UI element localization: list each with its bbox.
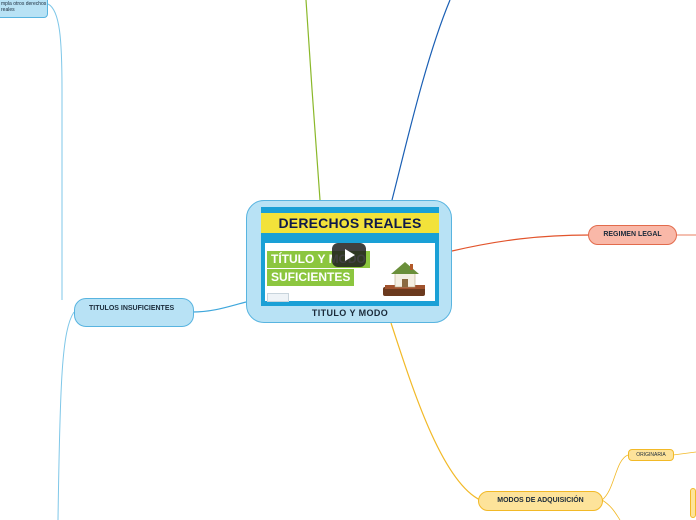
node-offscreen-right[interactable] (690, 488, 696, 518)
thumbnail-title: DERECHOS REALES (261, 213, 439, 233)
brand-logo (267, 293, 289, 302)
link-modos-down (601, 499, 621, 520)
node-titulos-insuficientes[interactable]: TITULOS INSUFICIENTES (74, 298, 194, 327)
top-left-note-text: mpla otros derechos reales (1, 1, 47, 13)
play-icon[interactable] (332, 243, 366, 267)
link-central-to-modos (390, 322, 481, 501)
node-titulos-insuficientes-label: TITULOS INSUFICIENTES (89, 305, 175, 312)
link-central-to-green (305, 0, 321, 201)
top-left-note[interactable]: mpla otros derechos reales (0, 0, 48, 18)
link-modos-to-originaria (601, 454, 629, 501)
link-central-to-regimen (451, 234, 591, 252)
link-central-to-darkblue (391, 0, 451, 201)
node-regimen-legal-label: REGIMEN LEGAL (603, 231, 662, 238)
thumbnail-subtitle-line2: SUFICIENTES (267, 269, 355, 286)
house-on-book-icon (383, 262, 425, 296)
link-originaria-out (672, 451, 696, 456)
link-to-bottom-left (57, 311, 75, 520)
node-originaria-label: ORIGINARIA (636, 452, 666, 458)
node-modos-de-adquisicion-label: MODOS DE ADQUISICIÓN (497, 497, 584, 504)
node-modos-de-adquisicion[interactable]: MODOS DE ADQUISICIÓN (478, 491, 603, 511)
node-originaria[interactable]: ORIGINARIA (628, 449, 674, 461)
node-regimen-legal[interactable]: REGIMEN LEGAL (588, 225, 677, 245)
link-to-top-left-note (47, 3, 63, 300)
central-node-label: TITULO Y MODO (311, 308, 389, 318)
link-central-to-titulos (191, 301, 247, 313)
